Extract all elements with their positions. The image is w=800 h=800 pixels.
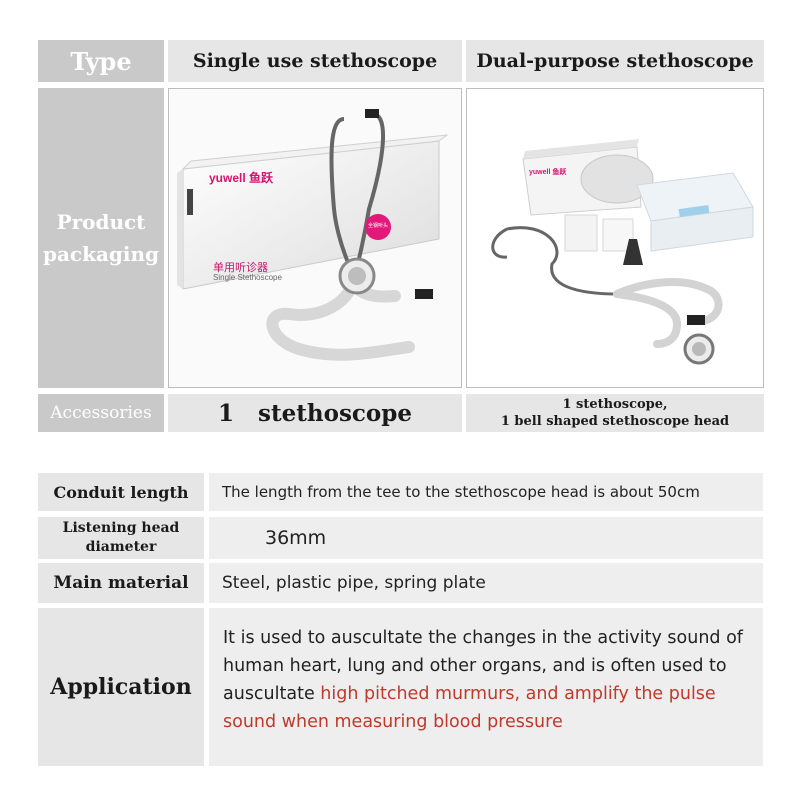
listening-head-diameter-value-cell: 36mm <box>209 517 763 559</box>
application-text: It is used to auscultate the changes in … <box>223 624 759 736</box>
dual-accessories-line1: 1 stethoscope, <box>562 397 668 412</box>
product-packaging-label-line2: packaging <box>42 242 160 266</box>
conduit-length-label-cell: Conduit length <box>38 473 204 511</box>
main-material-label: Main material <box>53 573 189 593</box>
single-accessories-value: 1 stethoscope <box>218 399 412 427</box>
dual-purpose-header-label: Dual-purpose stethoscope <box>476 50 754 72</box>
single-use-header-label: Single use stethoscope <box>192 50 438 72</box>
application-label: Application <box>50 674 192 700</box>
accessories-label-cell: Accessories <box>38 394 164 432</box>
dual-purpose-stethoscope-illustration <box>491 139 754 365</box>
single-accessories-cell: 1 stethoscope <box>168 394 462 432</box>
box-product-en-label: Single Stethoscope <box>213 273 282 282</box>
dual-purpose-stethoscope-packaging-image: yuwell 鱼跃 <box>466 88 764 388</box>
main-material-label-cell: Main material <box>38 563 204 603</box>
dual-accessories-cell: 1 stethoscope, 1 bell shaped stethoscope… <box>466 394 764 432</box>
product-packaging-label-line1: Product <box>56 210 146 234</box>
conduit-length-value: The length from the tee to the stethosco… <box>222 483 700 501</box>
application-value-cell: It is used to auscultate the changes in … <box>209 608 763 766</box>
listening-head-diameter-label-cell: Listening head diameter <box>38 517 204 559</box>
application-text-plain: It is used to auscultate the changes in … <box>223 628 743 704</box>
dual-purpose-header-cell: Dual-purpose stethoscope <box>466 40 764 82</box>
dual-box-brand-label: yuwell 鱼跃 <box>529 169 567 176</box>
listening-head-diameter-label-line1: Listening head <box>62 520 180 536</box>
box-product-cn-label: 单用听诊器 <box>213 261 268 274</box>
box-badge-label: 全钢听头 <box>367 223 388 229</box>
listening-head-diameter-label-line2: diameter <box>85 539 157 555</box>
type-header-cell: Type <box>38 40 164 82</box>
application-label-cell: Application <box>38 608 204 766</box>
single-stethoscope-packaging-image: yuwell 鱼跃 单用听诊器 Single Stethoscope 全钢听头 <box>168 88 462 388</box>
product-packaging-label-cell: Product packaging <box>38 88 164 388</box>
main-material-value-cell: Steel, plastic pipe, spring plate <box>209 563 763 603</box>
accessories-label: Accessories <box>50 403 152 423</box>
listening-head-diameter-value: 36mm <box>265 527 327 549</box>
conduit-length-value-cell: The length from the tee to the stethosco… <box>209 473 763 511</box>
single-use-header-cell: Single use stethoscope <box>168 40 462 82</box>
type-header-label: Type <box>70 46 132 76</box>
single-stethoscope-illustration <box>177 109 449 361</box>
main-material-value: Steel, plastic pipe, spring plate <box>222 573 486 593</box>
application-text-highlight: high pitched murmurs, and amplify the pu… <box>223 684 716 732</box>
box-brand-label: yuwell 鱼跃 <box>209 171 274 185</box>
conduit-length-label: Conduit length <box>53 482 189 502</box>
dual-accessories-line2: 1 bell shaped stethoscope head <box>500 414 730 429</box>
